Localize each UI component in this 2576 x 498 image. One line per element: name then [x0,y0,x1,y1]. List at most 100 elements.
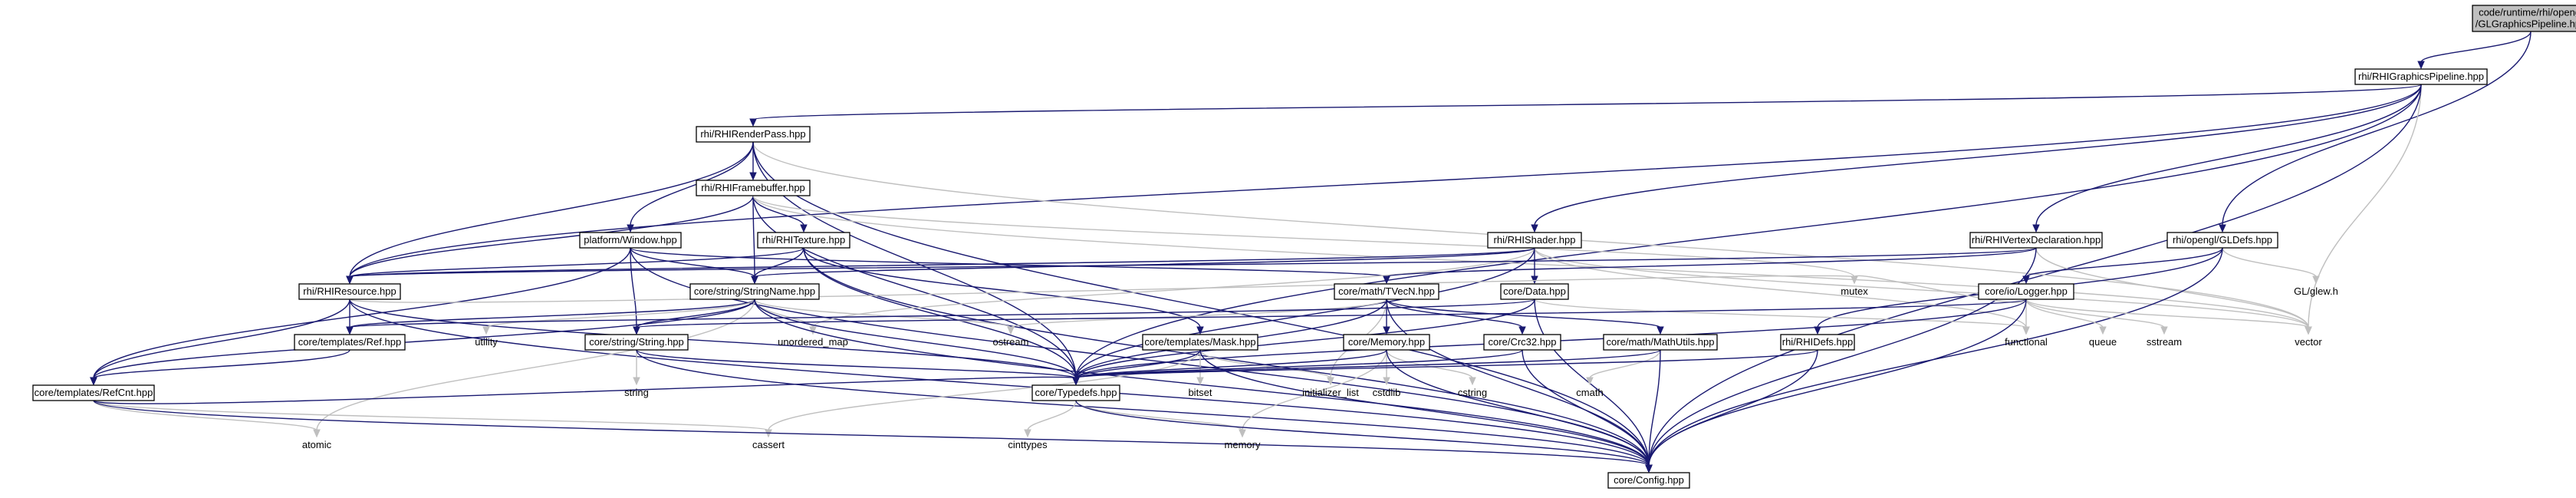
system-header-node-e_cinttypes: cinttypes [1008,439,1048,450]
file-node-tdef[interactable]: core/Typedefs.hpp [1031,384,1120,401]
edge-line [1199,349,1331,379]
file-node-rrp[interactable]: rhi/RHIRenderPass.hpp [696,126,811,143]
edge-line [93,298,755,379]
file-node-crc[interactable]: core/Crc32.hpp [1483,334,1561,351]
file-node-tvec[interactable]: core/math/TVecN.hpp [1334,283,1439,300]
edge-line [1648,349,1661,467]
edge-crc-to-cfg [1522,349,1653,473]
edge-arrowhead [1383,326,1390,335]
file-node-rcnt[interactable]: core/templates/RefCnt.hpp [32,384,155,401]
edge-line [1386,298,1523,328]
edge-line [349,141,754,278]
edge-sstr-to-cfg [636,349,1653,473]
edge-line [752,195,804,226]
node-label: rhi/RHIVertexDeclaration.hpp [1972,234,2101,246]
edge-line [1075,400,1243,431]
system-header-node-e_functional: functional [2005,336,2048,348]
edge-arrowhead [2160,326,2168,335]
file-node-rsh[interactable]: rhi/RHIShader.hpp [1487,232,1582,249]
edge-line [636,349,1650,467]
edge-line [2035,84,2422,226]
file-node-cdata[interactable]: core/Data.hpp [1500,283,1569,300]
node-box [579,232,682,249]
file-node-log[interactable]: core/io/Logger.hpp [1978,283,2074,300]
node-box [1343,334,1430,351]
edge-gld-to-e_glew [2222,247,2320,285]
edge-line [1534,298,2027,328]
edge-line [754,298,1650,467]
edge-rgp-to-rsh [1531,84,2422,233]
edge-line [754,298,1012,328]
file-node-cfg[interactable]: core/Config.hpp [1607,472,1690,489]
file-node-tref[interactable]: core/templates/Ref.hpp [294,334,406,351]
node-label: cassert [752,439,785,450]
system-header-node-e_memory: memory [1225,439,1261,450]
edge-arrowhead [2032,224,2040,233]
edge-line [1010,298,1387,328]
system-header-node-e_cstdlib: cstdlib [1373,387,1401,398]
node-box [1607,472,1690,489]
node-label: rhi/RHITexture.hpp [762,234,845,246]
file-node-rvd[interactable]: rhi/RHIVertexDeclaration.hpp [1969,232,2103,249]
node-label: core/templates/Mask.hpp [1144,336,1255,348]
node-label: core/Typedefs.hpp [1035,387,1117,398]
edge-line [752,84,2422,120]
node-label: memory [1225,439,1261,450]
edge-line [630,247,1387,278]
edge-arrowhead [633,377,640,386]
file-node-mu[interactable]: core/math/MathUtils.hpp [1603,334,1718,351]
edge-line [630,247,637,328]
file-node-rgp[interactable]: rhi/RHIGraphicsPipeline.hpp [2354,68,2488,85]
edge-arrowhead [633,326,640,335]
edge-line [1534,247,2027,328]
edge-line [754,298,1077,379]
edge-line [1386,298,1661,328]
file-node-root[interactable]: code/runtime/rhi/opengl/GLGraphicsPipeli… [2472,5,2576,32]
node-label: core/Config.hpp [1614,474,1684,486]
node-box [584,334,689,351]
node-label: core/string/StringName.hpp [694,285,815,297]
edge-mask-to-cfg [1199,349,1653,473]
edge-line [2035,247,2309,328]
edge-rfb-to-ssn [751,195,758,285]
edge-arrowhead [749,118,757,127]
node-label: rhi/RHIDefs.hpp [1782,336,1853,348]
edge-arrowhead [346,275,354,285]
file-node-rfb[interactable]: rhi/RHIFramebuffer.hpp [696,180,811,196]
edge-rcnt-to-e_cassert [93,400,772,438]
file-node-gld[interactable]: rhi/opengl/GLDefs.hpp [2166,232,2278,249]
edge-rrp-to-rres [346,141,754,285]
edge-arrowhead [1024,429,1031,438]
edge-arrowhead [1196,377,1204,386]
file-node-ssn[interactable]: core/string/StringName.hpp [689,283,820,300]
file-node-sstr[interactable]: core/string/String.hpp [584,334,689,351]
edge-rgp-to-cfg [1645,84,2422,473]
edge-line [1648,84,2422,467]
edge-tvec-to-e_ostream [1007,298,1387,335]
edge-line [1386,349,1650,467]
file-node-rtex[interactable]: rhi/RHITexture.hpp [757,232,850,249]
edge-mask-to-e_bitset [1196,350,1204,386]
edge-line [316,298,755,431]
edge-rvd-to-e_vector [2035,247,2312,335]
edge-mask-to-e_cassert [765,349,1201,438]
node-box [689,283,820,300]
file-node-pw[interactable]: platform/Window.hpp [579,232,682,249]
edge-line [93,400,1650,467]
edge-arrowhead [313,429,321,438]
edge-arrowhead [1518,326,1526,335]
edge-log-to-e_vector [2025,298,2312,335]
node-label: platform/Window.hpp [584,234,676,246]
file-node-rres[interactable]: rhi/RHIResource.hpp [298,283,401,300]
node-label: rhi/RHIFramebuffer.hpp [701,182,805,193]
edge-line [2222,247,2317,278]
edge-line [349,298,1650,467]
file-node-mask[interactable]: core/templates/Mask.hpp [1142,334,1258,351]
file-node-mem[interactable]: core/Memory.hpp [1343,334,1430,351]
file-node-rdefs[interactable]: rhi/RHIDefs.hpp [1780,334,1855,351]
edge-rres-to-cfg [349,298,1653,473]
edge-line [1648,247,2037,467]
node-label: utility [475,336,498,348]
node-box [32,384,155,401]
edge-line [349,298,755,328]
